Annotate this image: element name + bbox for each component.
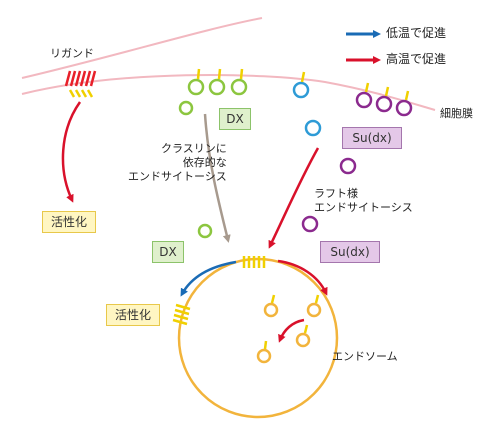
endosome — [177, 257, 339, 419]
raft-arrow — [268, 147, 320, 249]
endosome-vesicles — [256, 294, 322, 364]
cell-membrane-upper — [21, 17, 263, 79]
dx-box-bottom: DX — [152, 241, 184, 263]
intra-endosome-arrow — [278, 318, 305, 343]
su-box-top: Su(dx) — [342, 127, 402, 149]
activation-box-top: 活性化 — [42, 211, 96, 233]
receptor-blue-circle — [292, 71, 310, 99]
clathrin-arrow — [203, 113, 231, 243]
su-box-bottom: Su(dx) — [320, 241, 380, 263]
legend-blue-label: 低温で促進 — [386, 26, 447, 40]
endosome-receptor-left — [172, 303, 191, 326]
clathrin-label: クラスリンに 依存的な エンドサイトーシス — [128, 142, 227, 183]
dx-vesicle — [197, 223, 213, 239]
raft-label: ラフト様 エンドサイトーシス — [314, 187, 413, 214]
cell-membrane-label: 細胞膜 — [440, 107, 473, 120]
blue-arrow-to-activation — [180, 260, 237, 297]
receptor-su-cluster — [355, 82, 413, 117]
endosome-label: エンドソーム — [332, 350, 398, 363]
red-arrow-to-su — [277, 259, 328, 296]
activation-box-bottom: 活性化 — [106, 304, 160, 326]
ligand-label: リガンド — [50, 47, 94, 60]
dx-box-top: DX — [219, 108, 251, 130]
receptor-dx-cluster — [187, 68, 248, 96]
dx-circle — [178, 100, 194, 116]
legend-red-label: 高温で促進 — [386, 52, 447, 66]
ligand-receptor-icon — [64, 70, 97, 98]
su-vesicle-2 — [301, 215, 319, 233]
su-vesicle-1 — [339, 157, 357, 175]
blue-vesicle — [304, 119, 322, 137]
endosome-receptor-top — [242, 256, 266, 268]
activation-arrow — [61, 101, 82, 203]
